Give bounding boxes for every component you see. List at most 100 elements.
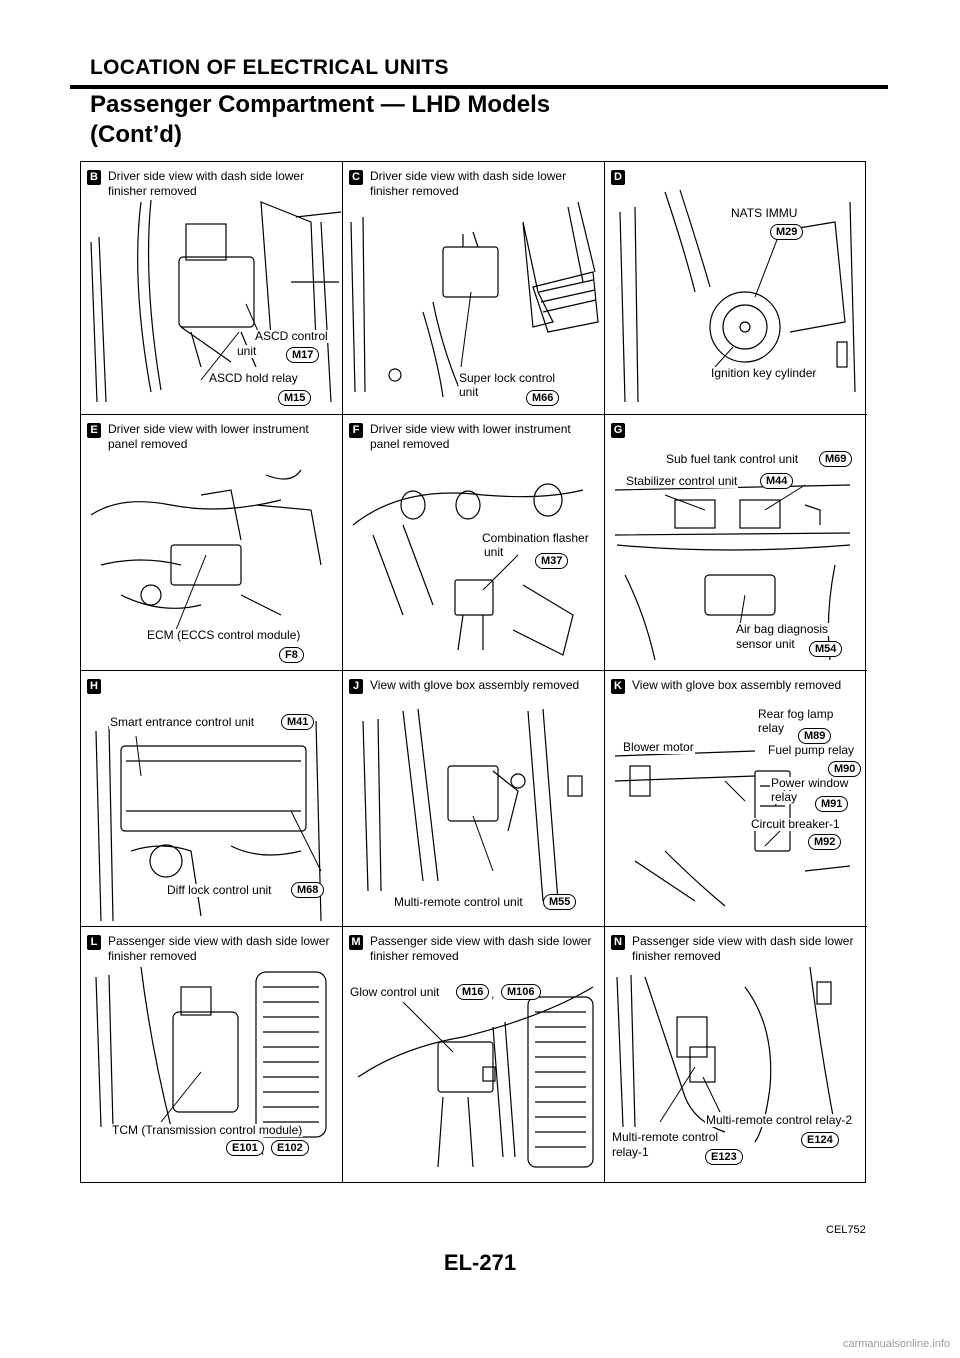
- panel-c-label-2: unit: [458, 385, 480, 399]
- connector-m44: M44: [760, 473, 794, 489]
- panel-b-label-1: ASCD control: [254, 329, 329, 343]
- connector-m106: M106: [501, 984, 541, 1000]
- panel-d-badge: D: [611, 170, 625, 185]
- panel-k: K View with glove box assembly removed R…: [605, 671, 867, 927]
- panel-g: G Sub fuel tank control unit M69 Stabili…: [605, 415, 867, 671]
- connector-m68: M68: [291, 882, 325, 898]
- panel-l-title: Passenger side view with dash side lower…: [108, 934, 330, 963]
- panel-k-label-7: Circuit breaker-1: [750, 817, 841, 831]
- panel-d: D NATS IMMU M29 Ignition key cylinder: [605, 162, 867, 415]
- connector-e102: E102: [271, 1140, 309, 1156]
- panel-f-label-1: Combination flasher: [481, 531, 590, 545]
- panel-m-title: Passenger side view with dash side lower…: [370, 934, 592, 963]
- subtitle-line-2: (Cont’d): [90, 121, 182, 148]
- panel-n-label-2: Multi-remote control: [611, 1130, 720, 1144]
- connector-m17: M17: [286, 347, 320, 363]
- panel-l-badge: L: [87, 935, 101, 950]
- figure-code: CEL752: [826, 1224, 866, 1236]
- panel-k-title: View with glove box assembly removed: [632, 678, 842, 692]
- connector-m41: M41: [281, 714, 315, 730]
- panel-m-illustration: [357, 986, 594, 1168]
- connector-m91: M91: [815, 796, 849, 812]
- panel-k-label-1: Rear fog lamp: [757, 707, 835, 721]
- panel-d-label-1: NATS IMMU: [730, 206, 799, 220]
- section-rule: [70, 85, 888, 89]
- connector-e124: E124: [801, 1132, 839, 1148]
- panel-e-badge: E: [87, 423, 101, 438]
- panel-k-label-6: relay: [770, 790, 799, 804]
- panel-h-illustration: [95, 720, 322, 922]
- panel-g-label-2: Stabilizer control unit: [625, 474, 739, 488]
- panel-j-badge: J: [349, 679, 363, 694]
- panel-n-illustration: [616, 966, 836, 1143]
- panel-f-illustration: [352, 483, 584, 656]
- panel-f: F Driver side view with lower instrument…: [343, 415, 605, 671]
- connector-m55: M55: [543, 894, 577, 910]
- panel-n-label-3: relay-1: [611, 1145, 650, 1159]
- section-title: LOCATION OF ELECTRICAL UNITS: [90, 56, 449, 79]
- panel-h-label-2: Diff lock control unit: [166, 883, 273, 897]
- panel-c-label-1: Super lock control: [458, 371, 557, 385]
- panel-n-label-1: Multi-remote control relay-2: [705, 1113, 854, 1127]
- page-number: EL-271: [443, 1250, 517, 1275]
- panel-h: H Smart entrance control unit M41 Diff l…: [81, 671, 343, 927]
- panel-b-title: Driver side view with dash side lower fi…: [108, 169, 305, 198]
- connector-m54: M54: [809, 641, 843, 657]
- panel-c-title: Driver side view with dash side lower fi…: [370, 169, 567, 198]
- panel-e: E Driver side view with lower instrument…: [81, 415, 343, 671]
- connector-m37: M37: [535, 553, 569, 569]
- panel-j: J View with glove box assembly removed M…: [343, 671, 605, 927]
- panel-l-illustration: [95, 966, 327, 1138]
- panel-e-label-1: ECM (ECCS control module): [146, 628, 302, 642]
- panel-d-label-2: Ignition key cylinder: [710, 366, 818, 380]
- panel-l: L Passenger side view with dash side low…: [81, 927, 343, 1182]
- connector-m16: M16: [456, 984, 490, 1000]
- panel-b-badge: B: [87, 170, 101, 185]
- panel-k-label-5: Power window: [770, 776, 850, 790]
- connector-m69: M69: [819, 451, 853, 467]
- connector-e101: E101: [226, 1140, 264, 1156]
- panel-c-badge: C: [349, 170, 363, 185]
- panel-b-label-2: unit: [236, 344, 258, 358]
- panel-b: B Driver side view with dash side lower …: [81, 162, 343, 415]
- connector-m66: M66: [526, 390, 560, 406]
- panel-g-label-3: Air bag diagnosis: [735, 622, 830, 636]
- connector-m89: M89: [798, 728, 832, 744]
- panel-d-illustration: [619, 189, 856, 403]
- panel-j-title: View with glove box assembly removed: [370, 678, 580, 692]
- panel-m-badge: M: [349, 935, 363, 950]
- panel-m: M Passenger side view with dash side low…: [343, 927, 605, 1182]
- panel-b-label-3: ASCD hold relay: [208, 371, 299, 385]
- connector-f8: F8: [279, 647, 304, 663]
- page-subtitle: Passenger Compartment — LHD Models (Cont…: [90, 90, 550, 150]
- panel-f-title: Driver side view with lower instrument p…: [370, 422, 571, 451]
- panel-j-label-1: Multi-remote control unit: [393, 895, 524, 909]
- panel-k-label-4: Fuel pump relay: [767, 743, 856, 757]
- panel-c: C Driver side view with dash side lower …: [343, 162, 605, 415]
- panel-g-badge: G: [611, 423, 625, 438]
- panel-k-badge: K: [611, 679, 625, 694]
- connector-e123: E123: [705, 1149, 743, 1165]
- panel-k-label-3: Blower motor: [622, 740, 695, 754]
- panel-e-title: Driver side view with lower instrument p…: [108, 422, 309, 451]
- panel-h-badge: H: [87, 679, 101, 694]
- connector-m15: M15: [278, 390, 312, 406]
- panel-h-label-1: Smart entrance control unit: [109, 715, 256, 729]
- panel-f-label-2: unit: [483, 545, 505, 559]
- connector-m29: M29: [770, 224, 804, 240]
- panel-l-label-1: TCM (Transmission control module): [111, 1123, 304, 1137]
- connector-m92: M92: [808, 834, 842, 850]
- panel-n: N Passenger side view with dash side low…: [605, 927, 867, 1182]
- panel-n-title: Passenger side view with dash side lower…: [632, 934, 854, 963]
- connector-m90: M90: [828, 761, 862, 777]
- connector-separator: ,: [491, 987, 495, 1001]
- panel-m-label-1: Glow control unit: [349, 985, 441, 999]
- figure-grid: B Driver side view with dash side lower …: [80, 161, 867, 1183]
- panel-f-badge: F: [349, 423, 363, 438]
- panel-k-label-2: relay: [757, 721, 786, 735]
- panel-g-label-4: sensor unit: [735, 637, 796, 651]
- panel-g-label-1: Sub fuel tank control unit: [665, 452, 800, 466]
- connector-separator: ,: [261, 1143, 265, 1157]
- subtitle-line-1: Passenger Compartment — LHD Models: [90, 91, 551, 118]
- panel-n-badge: N: [611, 935, 625, 950]
